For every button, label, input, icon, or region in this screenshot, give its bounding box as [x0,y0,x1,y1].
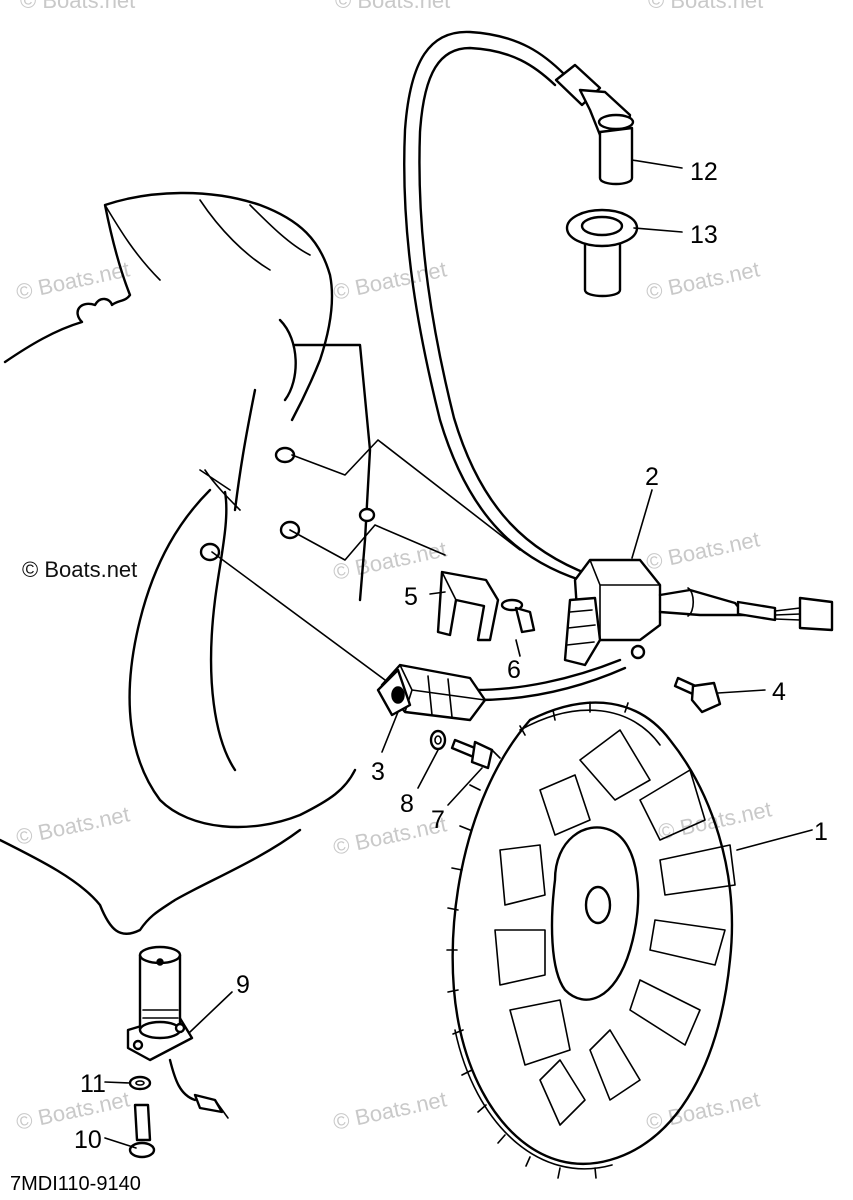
flywheel [446,701,736,1179]
watermark: © Boats.net [14,1086,132,1134]
callout-12: 12 [690,158,718,186]
charge-coil [376,663,487,722]
screw-6 [500,598,536,634]
washer-11 [128,1075,152,1091]
watermark: © Boats.net [331,536,449,584]
callout-9: 9 [236,971,250,999]
coil-wire [473,658,622,692]
grommet [565,208,639,298]
screw-7 [450,738,494,770]
diagram-code: 7MDI110-9140 [10,1173,141,1195]
callout-5: 5 [404,583,418,611]
watermark: © Boats.net [331,1086,449,1134]
watermark: © Boats.net [644,1086,762,1134]
ignition-coil [563,558,834,667]
watermark: © Boats.net [644,256,762,304]
assembly-lines [211,439,521,681]
callout-3: 3 [371,758,385,786]
callout-6: 6 [507,656,521,684]
callout-11: 11 [80,1070,106,1098]
coil-wire-inner [476,666,627,702]
watermark: © Boats.net [644,526,762,574]
solenoid [126,945,229,1119]
watermark: © Boats.net [335,0,450,13]
callout-4: 4 [772,678,786,706]
clamp [436,570,500,642]
callout-2: 2 [645,463,659,491]
watermark-dark: © Boats.net [22,557,137,582]
callout-8: 8 [400,790,414,818]
callout-13: 13 [690,221,718,249]
callout-7: 7 [431,806,445,834]
watermark: © Boats.net [14,256,132,304]
callout-1: 1 [814,818,828,846]
callout-10: 10 [74,1126,102,1154]
watermark: © Boats.net [648,0,763,13]
engine-housing [0,191,376,936]
plug-cap [554,63,635,186]
washer-8 [429,729,447,751]
watermark: © Boats.net [14,801,132,849]
watermark: © Boats.net [20,0,135,13]
high-tension-cable-inner [418,46,592,577]
bolt-4 [673,676,722,714]
callout-leaders [104,159,813,1149]
screw-10 [128,1103,156,1159]
high-tension-cable [403,30,582,582]
